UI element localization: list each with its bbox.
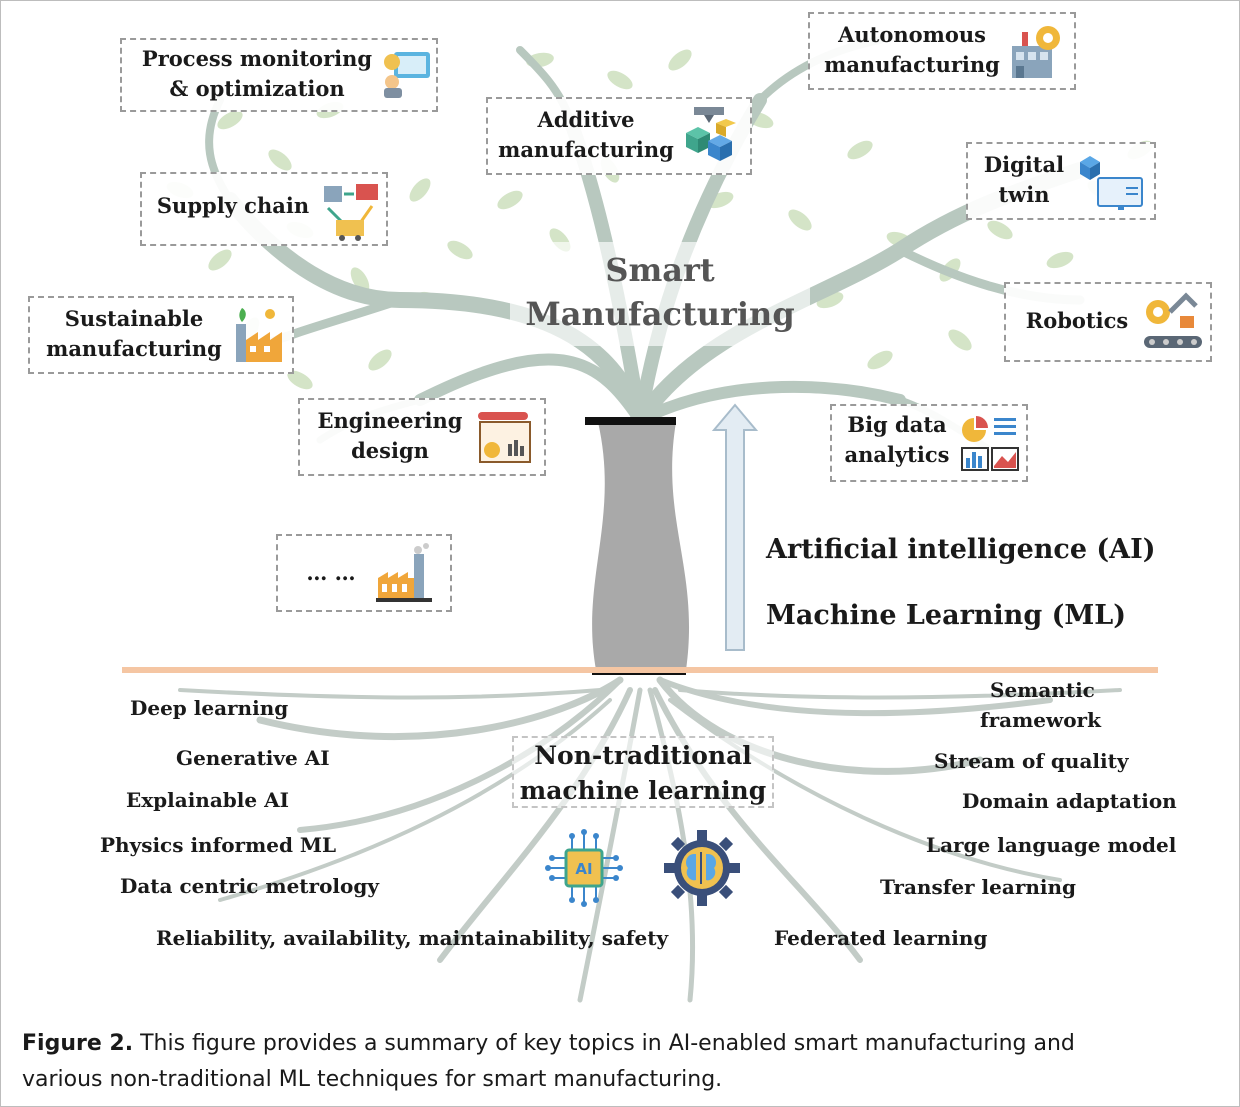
box-engineering-design: Engineering design (298, 398, 546, 476)
big-data-label-1: Big data (847, 412, 947, 437)
digital-twin-label-2: twin (998, 182, 1050, 207)
title-line-1: Smart (605, 251, 715, 289)
sustainable-label-2: manufacturing (46, 336, 222, 361)
box-digital-twin: Digital twin (966, 142, 1156, 220)
root-deep-learning: Deep learning (130, 696, 289, 720)
analytics-chart-icon (961, 416, 1019, 471)
root-explainable-ai: Explainable AI (126, 788, 289, 812)
ai-chip-text: AI (575, 860, 592, 878)
growth-arrow (711, 403, 759, 651)
process-monitoring-label-2: & optimization (169, 76, 345, 101)
monitoring-icon (384, 52, 430, 98)
title-backdrop (510, 242, 810, 346)
root-data-centric-metrology: Data centric metrology (120, 874, 379, 898)
autonomous-label-1: Autonomous (838, 22, 986, 47)
box-sustainable-manufacturing: Sustainable manufacturing (28, 296, 294, 374)
caption-line-1: Figure 2. This figure provides a summary… (22, 1026, 1212, 1062)
caption-label: Figure 2. (22, 1031, 134, 1056)
robot-arm-icon (1144, 292, 1202, 348)
root-domain-adaptation: Domain adaptation (962, 789, 1177, 813)
non-traditional-ml-label: Non-traditional machine learning (512, 738, 774, 808)
factory-icon (376, 543, 432, 602)
process-monitoring-label-1: Process monitoring (141, 46, 373, 71)
root-large-language-model: Large language model (926, 833, 1177, 857)
3d-printer-icon (686, 107, 736, 161)
green-factory-icon (236, 308, 282, 362)
root-physics-informed-ml: Physics informed ML (100, 833, 337, 857)
additive-label-1: Additive (537, 107, 635, 132)
supply-chain-icon (324, 184, 378, 241)
autonomous-label-2: manufacturing (824, 52, 1000, 77)
box-additive-manufacturing: Additive manufacturing (486, 97, 752, 175)
box-more: … … (276, 534, 452, 612)
additive-label-2: manufacturing (498, 137, 674, 162)
sustainable-label-1: Sustainable (64, 306, 204, 331)
title-line-2: Manufacturing (525, 295, 795, 333)
box-robotics: Robotics (1004, 282, 1212, 362)
blueprint-icon (478, 412, 531, 463)
trunk-label-ml: Machine Learning (ML) (766, 600, 1127, 631)
robotics-label: Robotics (1025, 308, 1129, 333)
figure-caption: Figure 2. This figure provides a summary… (22, 1026, 1212, 1098)
box-autonomous-manufacturing: Autonomous manufacturing (808, 12, 1076, 90)
caption-line-2: various non-traditional ML techniques fo… (22, 1067, 723, 1092)
trunk-label-ai: Artificial intelligence (AI) (766, 534, 1156, 565)
digital-twin-label-1: Digital (983, 152, 1065, 177)
digital-twin-icon (1080, 156, 1143, 210)
brain-gear-icon (664, 830, 740, 906)
non-traditional-label-1: Non-traditional (534, 741, 752, 770)
root-framework: framework (980, 708, 1101, 732)
ai-chip-icon: AI (545, 829, 623, 907)
engineering-label-1: Engineering (317, 408, 463, 433)
root-semantic: Semantic (990, 678, 1095, 702)
non-traditional-label-2: machine learning (519, 776, 767, 805)
supply-chain-label: Supply chain (156, 193, 310, 218)
root-federated-learning: Federated learning (774, 926, 988, 950)
caption-text-1: This figure provides a summary of key to… (133, 1031, 1075, 1056)
box-non-traditional-ml (512, 736, 774, 808)
engineering-label-2: design (351, 438, 429, 463)
more-label: … … (306, 560, 356, 585)
box-supply-chain: Supply chain (140, 172, 388, 246)
box-process-monitoring: Process monitoring & optimization (120, 38, 438, 112)
big-data-label-2: analytics (844, 442, 950, 467)
root-transfer-learning: Transfer learning (880, 875, 1077, 899)
root-reliability: Reliability, availability, maintainabili… (156, 926, 669, 950)
root-stream-of-quality: Stream of quality (934, 749, 1129, 773)
factory-gear-icon (1012, 26, 1060, 78)
box-big-data: Big data analytics (830, 404, 1028, 482)
trunk (592, 422, 690, 670)
root-generative-ai: Generative AI (176, 746, 330, 770)
diagram-title: Smart Manufacturing (520, 248, 800, 336)
